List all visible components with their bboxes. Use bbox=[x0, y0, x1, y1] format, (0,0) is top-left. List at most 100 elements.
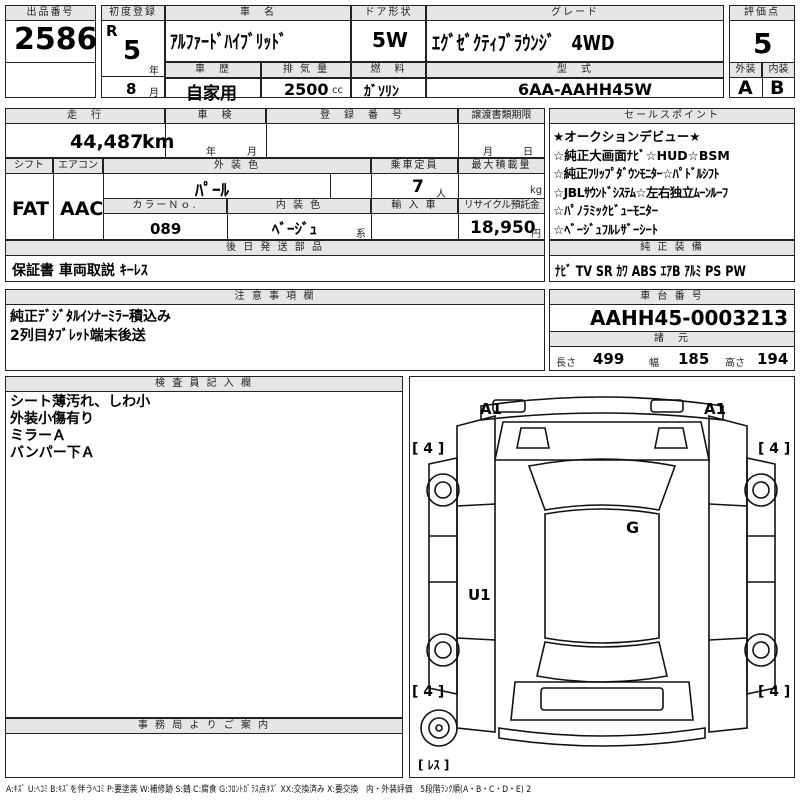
transfer-docs-header: 譲渡書類期限 bbox=[458, 108, 545, 124]
grade-text: ｴｸﾞｾﾞｸﾃｨﾌﾞﾗｳﾝｼﾞ 4WD bbox=[432, 31, 615, 55]
door-header: ドア形状 bbox=[351, 5, 426, 21]
divider bbox=[5, 62, 96, 63]
tire-fl-mark: [ 4 ] bbox=[412, 441, 445, 457]
km-unit: km bbox=[142, 131, 175, 153]
std-equipment-header: 純 正 装 備 bbox=[549, 240, 795, 256]
sales-points-header: セールスポイント bbox=[549, 108, 795, 124]
inspector-header: 検 査 員 記 入 欄 bbox=[5, 376, 403, 392]
interior-color: ﾍﾞｰｼﾞｭ bbox=[272, 220, 318, 238]
car-diagram-frame bbox=[409, 376, 795, 778]
month-unit: 月 bbox=[149, 88, 159, 99]
sales-point-line: ★オークションデビュー★ bbox=[553, 129, 701, 144]
exterior-grade: A bbox=[738, 77, 753, 99]
divider bbox=[371, 174, 372, 198]
chassis-number: AAHH45-0003213 bbox=[590, 306, 788, 330]
spare-tire-mark: [ ﾚｽ ] bbox=[418, 758, 450, 772]
first-registration-month: 8 bbox=[126, 80, 137, 98]
height-label: 高さ bbox=[725, 358, 745, 369]
std-equipment: ﾅﾋﾞ TV SR ｶﾜ ABS ｴｱB ｱﾙﾐ PS PW bbox=[555, 261, 794, 281]
divider bbox=[227, 214, 228, 240]
divider bbox=[371, 214, 372, 240]
divider bbox=[53, 174, 54, 240]
sales-points-cell bbox=[549, 108, 795, 240]
front-right-mark: A1 bbox=[704, 400, 727, 418]
model-code-header: 型 式 bbox=[426, 62, 724, 78]
inspector-line: 外装小傷有り bbox=[10, 411, 94, 427]
model-code: 6AA-AAHH45W bbox=[518, 80, 652, 99]
capacity-header: 乗車定員 bbox=[371, 158, 458, 174]
std-equipment-text: ﾅﾋﾞ TV SR ｶﾜ ABS ｴｱB ｱﾙﾐ PS PW bbox=[555, 264, 746, 280]
displacement-value-cell bbox=[261, 78, 351, 98]
ext-color-header: 外 装 色 bbox=[103, 158, 371, 174]
sales-points-list: ★オークションデビュー★ ☆純正大画面ﾅﾋﾞ☆HUD☆BSM ☆純正ﾌﾘｯﾌﾟﾀ… bbox=[553, 128, 793, 239]
transfer-day-unit: 日 bbox=[523, 147, 533, 158]
interior-header: 内装 bbox=[762, 62, 795, 78]
specs-header: 諸 元 bbox=[549, 331, 795, 347]
caution-line: 純正ﾃﾞｼﾞﾀﾙｲﾝﾅｰﾐﾗｰ積込み bbox=[10, 309, 171, 325]
exterior-color: ﾊﾟｰﾙ bbox=[195, 181, 229, 201]
shift: FAT bbox=[12, 198, 49, 220]
divider bbox=[266, 124, 267, 158]
kei-unit: 系 bbox=[356, 229, 366, 240]
caution-line: 2列目ﾀﾌﾞﾚｯﾄ端末後送 bbox=[10, 328, 146, 344]
overall-score: 5 bbox=[753, 27, 773, 60]
length-label: 長さ bbox=[556, 358, 576, 369]
sales-point-line: ☆JBLｻｳﾝﾄﾞｼｽﾃﾑ☆左右独立ﾑｰﾝﾙｰﾌ bbox=[553, 184, 728, 200]
import-header: 輸 入 車 bbox=[371, 198, 458, 214]
caution-notes: 純正ﾃﾞｼﾞﾀﾙｲﾝﾅｰﾐﾗｰ積込み 2列目ﾀﾌﾞﾚｯﾄ端末後送 bbox=[10, 308, 171, 346]
fuel: ｶﾞｿﾘﾝ bbox=[364, 84, 399, 100]
exterior-header: 外装 bbox=[729, 62, 762, 78]
inspector-notes: シート薄汚れ、しわ小 外装小傷有り ミラーＡ バンパー下Ａ bbox=[10, 394, 150, 462]
yen-unit: 円 bbox=[531, 229, 541, 240]
divider bbox=[458, 124, 459, 158]
fuel-value-cell bbox=[351, 78, 426, 98]
tire-rl-mark: [ 4 ] bbox=[412, 684, 445, 700]
fuel-header: 燃 料 bbox=[351, 62, 426, 78]
height-value: 194 bbox=[757, 350, 789, 368]
glass-mark: G bbox=[626, 518, 640, 537]
car-name-header: 車 名 bbox=[165, 5, 351, 21]
inspector-line: バンパー下Ａ bbox=[10, 445, 95, 461]
later-parts: 保証書 車両取説 ｷｰﾚｽ bbox=[12, 263, 148, 279]
transfer-month-unit: 月 bbox=[483, 147, 493, 158]
mileage-header: 走 行 bbox=[5, 108, 165, 124]
inspection-year-unit: 年 bbox=[206, 147, 216, 158]
divider bbox=[762, 78, 763, 98]
sales-point-line: ☆ﾊﾟﾉﾗﾐｯｸﾋﾞｭｰﾓﾆﾀｰ bbox=[553, 203, 658, 218]
color-no-header: カラーＮｏ. bbox=[103, 198, 227, 214]
year-unit: 年 bbox=[149, 66, 159, 77]
sales-point-line: ☆純正大画面ﾅﾋﾞ☆HUD☆BSM bbox=[553, 147, 730, 163]
inspector-line: ミラーＡ bbox=[10, 428, 66, 444]
recycle-fee: 18,950 bbox=[470, 218, 536, 238]
legend-text: A:ｷｽﾞ U:ﾍｺﾐ B:ｷｽﾞを伴うﾍｺﾐ P:要塗装 W:補修跡 S:錆 … bbox=[6, 785, 532, 795]
color-number: 089 bbox=[150, 220, 182, 238]
recycle-header: リサイクル預託金 bbox=[458, 198, 545, 214]
aircon-header: エアコン bbox=[53, 158, 103, 174]
car-name-text: ｱﾙﾌｧｰﾄﾞﾊｲﾌﾞﾘｯﾄﾞ bbox=[170, 31, 287, 53]
score-header: 評価点 bbox=[729, 5, 795, 21]
int-color-header: 内 装 色 bbox=[227, 198, 371, 214]
car-name: ｱﾙﾌｧｰﾄﾞﾊｲﾌﾞﾘｯﾄﾞ bbox=[170, 27, 313, 54]
history-value-cell bbox=[165, 78, 261, 98]
max-load-header: 最大積載量 bbox=[458, 158, 545, 174]
car-diagram bbox=[420, 396, 778, 747]
inspection-month-unit: 月 bbox=[247, 147, 257, 158]
door-mark: U1 bbox=[468, 586, 491, 604]
later-parts-header: 後 日 発 送 部 品 bbox=[5, 240, 545, 256]
seating-capacity: 7 bbox=[412, 177, 424, 197]
cc-unit: cc bbox=[332, 85, 343, 96]
first-registration-year: 5 bbox=[123, 36, 142, 66]
aircon: AAC bbox=[60, 198, 104, 220]
inspection-header: 車 検 bbox=[165, 108, 266, 124]
lot-number: 2586 bbox=[14, 22, 98, 57]
registration-number-header: 登 録 番 号 bbox=[266, 108, 458, 124]
grade-header: グレード bbox=[426, 5, 724, 21]
legend: A:ｷｽﾞ U:ﾍｺﾐ B:ｷｽﾞを伴うﾍｺﾐ P:要塗装 W:補修跡 S:錆 … bbox=[6, 782, 617, 795]
width-label: 幅 bbox=[649, 358, 659, 369]
model-code-value-cell bbox=[426, 78, 724, 98]
displacement-header: 排 気 量 bbox=[261, 62, 351, 78]
tire-rr-mark: [ 4 ] bbox=[758, 684, 791, 700]
lot-number-header: 出品番号 bbox=[5, 5, 96, 21]
length-value: 499 bbox=[593, 350, 625, 368]
interior-grade: B bbox=[770, 77, 785, 99]
